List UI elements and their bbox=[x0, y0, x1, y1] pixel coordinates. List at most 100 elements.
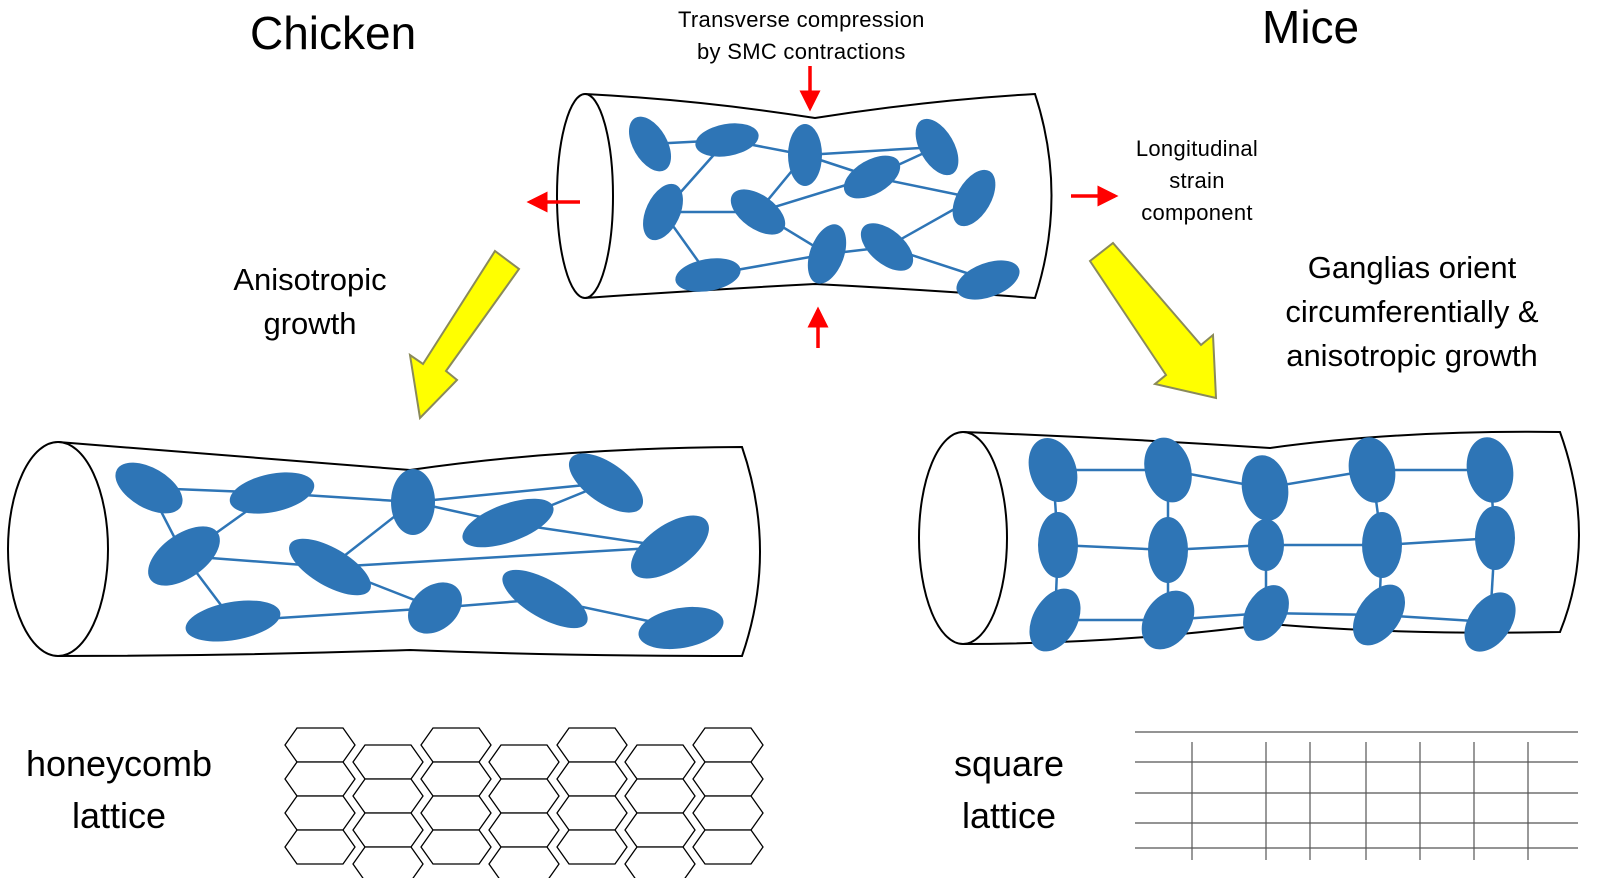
mice-title: Mice bbox=[1262, 1, 1360, 53]
chicken-tube-ganglia bbox=[115, 453, 724, 650]
top-ganglion bbox=[807, 224, 847, 284]
ganglia-label-line1: Ganglias orient bbox=[1307, 250, 1517, 285]
mice-ganglion bbox=[1148, 517, 1188, 583]
square-lattice-drawing bbox=[1135, 731, 1578, 860]
growth-arrow-left bbox=[408, 249, 521, 421]
honeycomb-lattice-drawing bbox=[284, 727, 764, 878]
chicken-ganglion bbox=[408, 582, 462, 634]
honeycomb-cell bbox=[624, 778, 696, 814]
honeycomb-cell bbox=[488, 778, 560, 814]
mice-ganglion bbox=[1243, 585, 1289, 641]
top-ganglion bbox=[956, 260, 1020, 300]
longitudinal-label-line1: Longitudinal bbox=[1135, 136, 1259, 161]
honeycomb-cell bbox=[420, 727, 492, 763]
top-ganglion bbox=[675, 258, 741, 292]
longitudinal-label-line3: component bbox=[1141, 199, 1253, 225]
top-tube-outline bbox=[584, 92, 1053, 300]
mice-ganglion bbox=[1038, 512, 1078, 578]
top-ganglion bbox=[843, 155, 901, 199]
honeycomb-cell bbox=[556, 761, 628, 797]
mice-tube-outline bbox=[962, 430, 1580, 645]
chicken-connection bbox=[329, 545, 671, 569]
top-tube-opening bbox=[556, 93, 614, 299]
chicken-ganglion bbox=[185, 600, 281, 642]
top-tube-ganglia bbox=[628, 116, 1020, 300]
top-ganglion bbox=[730, 189, 786, 235]
top-ganglion bbox=[643, 183, 683, 241]
honeycomb-cell bbox=[352, 846, 424, 878]
honeycomb-lattice-label: honeycomb lattice bbox=[14, 738, 224, 842]
chicken-tube-outline bbox=[57, 441, 761, 658]
growth-arrow-right bbox=[1088, 241, 1218, 400]
honeycomb-cell bbox=[420, 829, 492, 865]
mice-ganglion bbox=[1029, 588, 1081, 652]
mice-tube-ganglia bbox=[1028, 437, 1516, 652]
square-label-line1: square bbox=[953, 743, 1065, 784]
top-connection bbox=[804, 145, 938, 157]
honeycomb-cell bbox=[624, 744, 696, 780]
anisotropic-label-line1: Anisotropic bbox=[233, 262, 387, 297]
top-ganglion bbox=[695, 123, 759, 157]
honeycomb-cell bbox=[556, 727, 628, 763]
mice-ganglion bbox=[1466, 437, 1514, 503]
compression-label-line2: by SMC contractions bbox=[696, 38, 906, 64]
compression-label-line1: Transverse compression bbox=[678, 7, 925, 32]
chicken-ganglion bbox=[115, 462, 183, 514]
ganglia-label-line2: circumferentially & bbox=[1285, 294, 1539, 330]
honeycomb-cell bbox=[284, 795, 356, 831]
top-ganglion bbox=[915, 118, 959, 176]
honeycomb-label-line1: honeycomb bbox=[25, 743, 213, 784]
chicken-ganglion bbox=[289, 538, 371, 596]
honeycomb-cell bbox=[488, 744, 560, 780]
chicken-tube-opening bbox=[7, 441, 109, 657]
compression-label: Transverse compression by SMC contractio… bbox=[678, 4, 925, 68]
top-ganglion bbox=[628, 116, 672, 172]
top-ganglion bbox=[860, 223, 914, 271]
chicken-ganglion bbox=[462, 498, 554, 548]
chicken-ganglion bbox=[638, 606, 724, 650]
honeycomb-cell bbox=[420, 795, 492, 831]
chicken-ganglion bbox=[631, 515, 709, 579]
honeycomb-cell bbox=[352, 778, 424, 814]
honeycomb-cell bbox=[284, 829, 356, 865]
honeycomb-cell bbox=[488, 812, 560, 848]
top-ganglion bbox=[952, 169, 996, 227]
longitudinal-strain-label: Longitudinal strain component bbox=[1124, 133, 1270, 229]
force-arrows bbox=[526, 66, 1119, 348]
mice-ganglion bbox=[1241, 455, 1289, 521]
square-lattice-label: square lattice bbox=[944, 738, 1074, 842]
chicken-ganglion bbox=[502, 569, 588, 629]
mice-ganglion bbox=[1475, 506, 1515, 570]
honeycomb-cell bbox=[352, 744, 424, 780]
honeycomb-cell bbox=[624, 846, 696, 878]
longitudinal-label-line2: strain bbox=[1169, 167, 1225, 193]
mice-ganglion bbox=[1144, 437, 1192, 503]
honeycomb-cell bbox=[624, 812, 696, 848]
chicken-ganglion bbox=[229, 472, 315, 514]
mice-ganglion bbox=[1464, 592, 1516, 652]
honeycomb-cell bbox=[488, 846, 560, 878]
mice-ganglion bbox=[1141, 590, 1195, 650]
honeycomb-cell bbox=[284, 727, 356, 763]
honeycomb-cell bbox=[692, 761, 764, 797]
honeycomb-cell bbox=[556, 829, 628, 865]
honeycomb-cell bbox=[352, 812, 424, 848]
ganglia-orient-label: Ganglias orient circumferentially & anis… bbox=[1262, 246, 1562, 378]
chicken-ganglion bbox=[148, 526, 220, 586]
honeycomb-cell bbox=[420, 761, 492, 797]
mice-ganglion bbox=[1248, 519, 1284, 571]
mice-tube bbox=[918, 430, 1580, 652]
mice-ganglion bbox=[1362, 512, 1402, 578]
ganglia-label-line3: anisotropic growth bbox=[1286, 338, 1538, 374]
chicken-ganglion bbox=[391, 469, 435, 535]
mice-ganglion bbox=[1348, 437, 1396, 503]
top-ganglion bbox=[788, 124, 822, 186]
chicken-ganglion bbox=[568, 453, 644, 513]
chicken-tube bbox=[7, 441, 761, 658]
honeycomb-cell bbox=[692, 795, 764, 831]
honeycomb-cell bbox=[692, 727, 764, 763]
chicken-title: Chicken bbox=[250, 7, 417, 59]
honeycomb-cell bbox=[692, 829, 764, 865]
honeycomb-cell bbox=[556, 795, 628, 831]
square-label-line2: lattice bbox=[961, 795, 1057, 837]
